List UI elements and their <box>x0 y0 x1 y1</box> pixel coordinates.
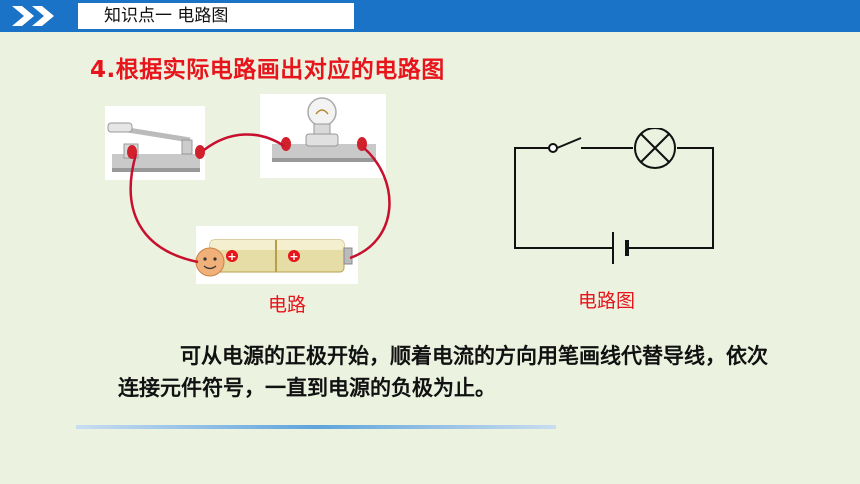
wire <box>627 147 714 249</box>
battery-plus-sign: + <box>227 250 236 263</box>
terminal <box>195 145 205 159</box>
double-chevron-icon <box>4 0 70 32</box>
terminal <box>281 137 291 151</box>
smiley-face-icon <box>195 247 225 277</box>
description-text: 可从电源的正极开始，顺着电流的方向用笔画线代替导线，依次连接元件符号，一直到电源… <box>118 344 768 400</box>
battery-plus-icon <box>226 250 238 262</box>
section-title: 知识点一 电路图 <box>78 3 354 29</box>
lamp-symbol <box>634 128 676 169</box>
battery-plus-sign: + <box>289 250 298 263</box>
wire <box>203 133 285 151</box>
wire <box>349 147 391 260</box>
wire <box>514 147 613 249</box>
bulb-glass <box>307 97 337 127</box>
photo-caption: 电路 <box>268 294 307 316</box>
page-heading: 4.根据实际电路画出对应的电路图 <box>90 57 445 83</box>
bulb-base <box>272 144 376 160</box>
switch-blade-symbol <box>556 137 582 149</box>
switch-handle <box>107 122 133 133</box>
diagram-caption: 电路图 <box>578 290 636 312</box>
switch-symbol <box>548 143 558 153</box>
divider <box>76 425 556 429</box>
circuit-photo: + + <box>105 94 391 284</box>
circuit-diagram <box>514 128 714 264</box>
switch-blade <box>127 127 191 143</box>
battery-plus-icon <box>288 250 300 262</box>
wire <box>129 153 199 264</box>
